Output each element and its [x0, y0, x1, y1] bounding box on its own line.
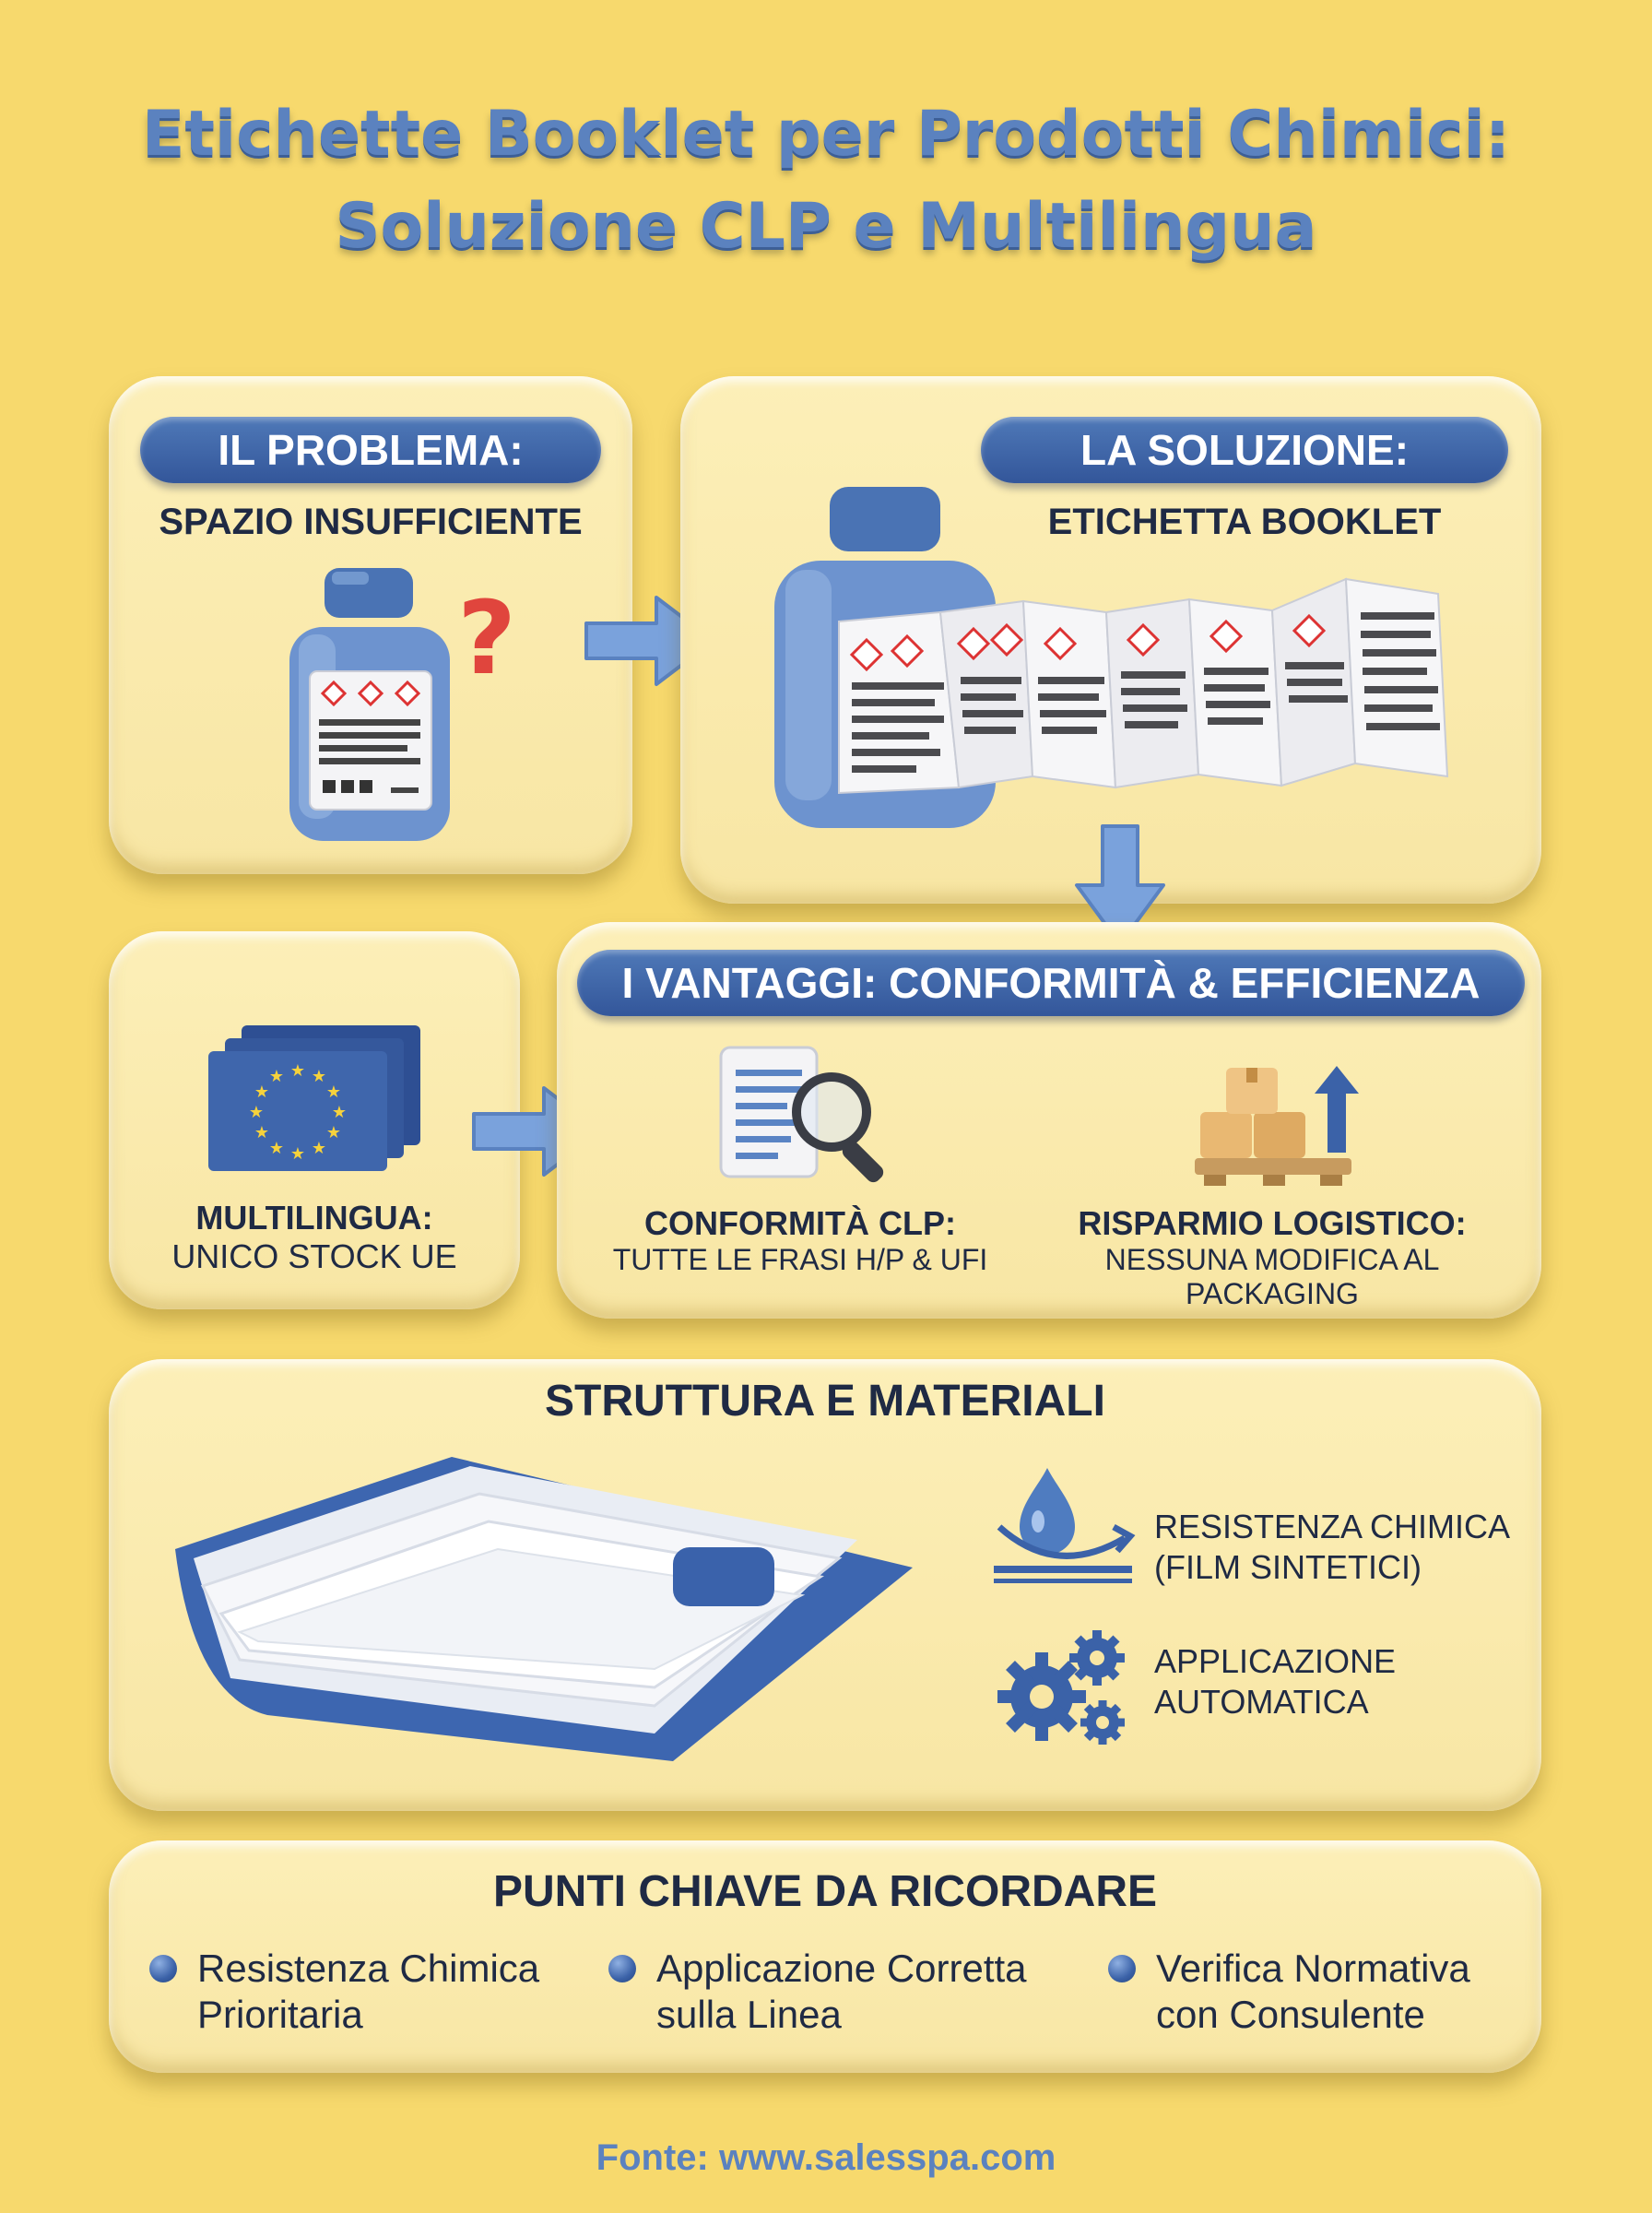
bullet-icon: [608, 1955, 636, 1982]
key-point-2-line-1: Applicazione Corretta: [656, 1947, 1027, 1990]
page-title-line-2: Soluzione CLP e Multilingua: [335, 190, 1317, 263]
svg-text:★: ★: [269, 1067, 284, 1086]
problem-subtitle: SPAZIO INSUFFICIENTE: [159, 502, 583, 542]
multilingual-heading: MULTILINGUA:: [195, 1199, 433, 1237]
small-bottle-question-icon: ?: [289, 568, 516, 841]
advantage-clp-heading: CONFORMITÀ CLP:: [644, 1204, 956, 1242]
material-automatic: APPLICAZIONE AUTOMATICA: [1154, 1641, 1523, 1722]
bullet-icon: [1108, 1955, 1136, 1982]
key-point-1: Resistenza Chimica Prioritaria: [197, 1946, 584, 2038]
svg-text:★: ★: [312, 1067, 326, 1086]
svg-text:★: ★: [312, 1139, 326, 1158]
key-point-3: Verifica Normativa con Consulente: [1156, 1946, 1525, 2038]
advantage-logistics-text: NESSUNA MODIFICA AL PACKAGING: [1104, 1243, 1440, 1310]
bullet-icon: [149, 1955, 177, 1982]
key-point-1-line-1: Resistenza Chimica: [197, 1947, 540, 1990]
booklet-illustration: [175, 1457, 913, 1761]
svg-text:★: ★: [290, 1144, 305, 1164]
droplet-shield-icon: [994, 1468, 1136, 1583]
boxes-pallet-icon: [1195, 1066, 1359, 1186]
advantage-clp: CONFORMITÀ CLP: TUTTE LE FRASI H/P & UFI: [597, 1204, 1003, 1277]
svg-text:★: ★: [254, 1083, 269, 1102]
svg-text:★: ★: [326, 1123, 341, 1142]
material-automatic-line-2: AUTOMATICA: [1154, 1683, 1369, 1721]
advantage-logistics: RISPARMIO LOGISTICO: NESSUNA MODIFICA AL…: [1023, 1204, 1521, 1311]
advantages-badge: I VANTAGGI: CONFORMITÀ & EFFICIENZA: [577, 950, 1525, 1016]
key-points-title: PUNTI CHIAVE DA RICORDARE: [492, 1867, 1158, 1916]
multilingual-text: UNICO STOCK UE: [171, 1237, 457, 1275]
gears-icon: [997, 1630, 1125, 1745]
material-resistance-line-2: (FILM SINTETICI): [1154, 1548, 1422, 1586]
advantage-logistics-heading: RISPARMIO LOGISTICO:: [1078, 1204, 1467, 1242]
solution-subtitle: ETICHETTA BOOKLET: [1047, 502, 1442, 542]
key-point-2-line-2: sulla Linea: [656, 1993, 842, 2036]
key-point-3-line-2: con Consulente: [1156, 1993, 1425, 2036]
svg-text:★: ★: [249, 1103, 264, 1122]
bottle-booklet-icon: [774, 487, 1449, 828]
material-automatic-line-1: APPLICAZIONE: [1154, 1642, 1397, 1680]
svg-text:★: ★: [326, 1083, 341, 1102]
document-search-icon: [719, 1046, 884, 1183]
svg-text:?: ?: [457, 579, 516, 697]
svg-text:★: ★: [290, 1061, 305, 1081]
materials-title: STRUTTURA E MATERIALI: [545, 1377, 1105, 1426]
svg-text:★: ★: [269, 1139, 284, 1158]
material-resistance: RESISTENZA CHIMICA (FILM SINTETICI): [1154, 1507, 1523, 1588]
key-point-3-line-1: Verifica Normativa: [1156, 1947, 1470, 1990]
problem-badge: IL PROBLEMA:: [140, 417, 601, 483]
arrow-down-icon: [1075, 824, 1165, 946]
source-link[interactable]: Fonte: www.salesspa.com: [596, 2137, 1056, 2178]
svg-text:★: ★: [332, 1103, 347, 1122]
svg-text:★: ★: [254, 1123, 269, 1142]
page-title-line-1: Etichette Booklet per Prodotti Chimici:: [141, 98, 1511, 171]
key-points-panel: [109, 1840, 1541, 2073]
key-point-2: Applicazione Corretta sulla Linea: [656, 1946, 1090, 2038]
advantage-clp-text: TUTTE LE FRASI H/P & UFI: [612, 1243, 988, 1276]
solution-badge: LA SOLUZIONE:: [981, 417, 1508, 483]
key-point-1-line-2: Prioritaria: [197, 1993, 363, 2036]
material-resistance-line-1: RESISTENZA CHIMICA: [1154, 1508, 1511, 1545]
eu-flag-icon: ★★★ ★★★ ★★★ ★★★: [208, 1025, 420, 1171]
multilingual-caption: MULTILINGUA: UNICO STOCK UE: [109, 1199, 520, 1276]
